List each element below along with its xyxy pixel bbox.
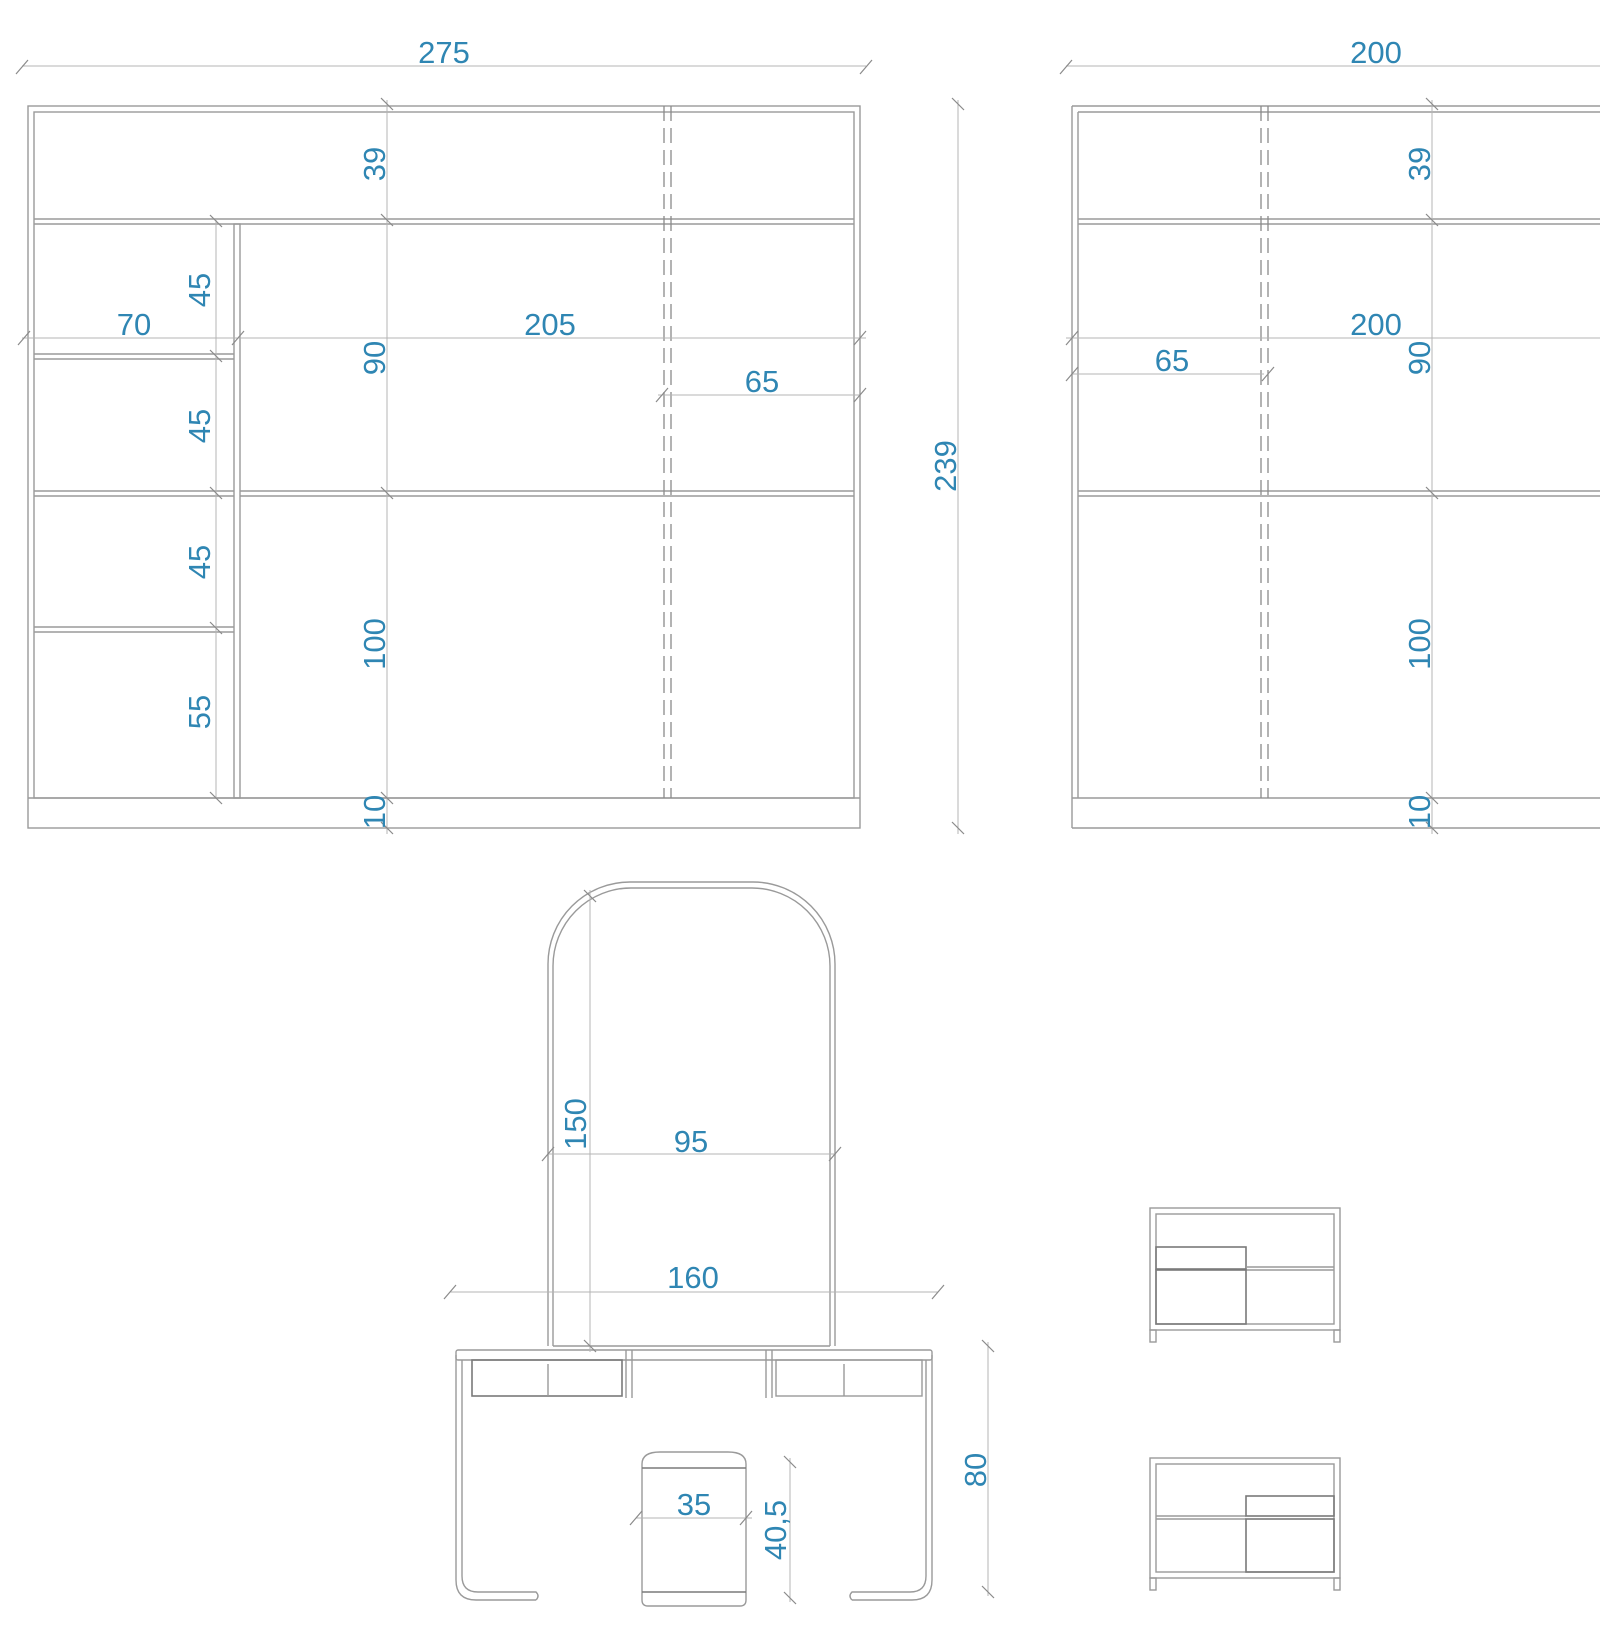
stool-height-label: 40,5 bbox=[758, 1500, 793, 1560]
mirror-inner bbox=[552, 887, 831, 1346]
left-section-width-label: 70 bbox=[117, 307, 151, 342]
nightstand-1 bbox=[1149, 1207, 1341, 1343]
plinth-label: 10 bbox=[357, 795, 392, 829]
wardrobe-small-elevation bbox=[1059, 59, 1600, 835]
wardrobe-large-labels: 275 239 39 90 100 10 70 205 65 45 45 45 … bbox=[117, 35, 963, 829]
nightstand-2 bbox=[1149, 1457, 1341, 1591]
nightstand-2-drawer bbox=[1245, 1495, 1335, 1517]
wardrobe-large-inner bbox=[33, 111, 855, 799]
wardrobe-large-divider bbox=[233, 223, 241, 799]
wardrobe-small-width-label: 200 bbox=[1350, 35, 1402, 70]
wardrobe-small-inner-width-label: 200 bbox=[1350, 307, 1402, 342]
leg-left bbox=[455, 1355, 536, 1601]
small-bottom-compartment-label: 100 bbox=[1402, 618, 1437, 670]
leg-right bbox=[852, 1355, 933, 1601]
dressing-table-labels: 150 95 160 80 35 40,5 bbox=[558, 1098, 993, 1560]
table-top bbox=[455, 1349, 933, 1361]
nightstand-2-leg-left bbox=[1149, 1577, 1157, 1591]
nightstand-1-outline bbox=[1149, 1207, 1341, 1331]
table-height-label: 80 bbox=[958, 1453, 993, 1487]
middle-compartment-label: 90 bbox=[357, 341, 392, 375]
wardrobe-large-height-label: 239 bbox=[928, 440, 963, 492]
left-shelf-label-2: 45 bbox=[182, 409, 217, 443]
wardrobe-large-outline bbox=[27, 105, 861, 829]
left-shelf-label-3: 45 bbox=[182, 545, 217, 579]
small-top-compartment-label: 39 bbox=[1402, 147, 1437, 181]
dressing-table-elevation bbox=[443, 881, 995, 1607]
small-middle-compartment-label: 90 bbox=[1402, 341, 1437, 375]
bottom-compartment-label: 100 bbox=[357, 618, 392, 670]
nightstand-1-drawer bbox=[1155, 1246, 1247, 1270]
mirror-outline bbox=[547, 881, 836, 1346]
small-plinth-label: 10 bbox=[1402, 795, 1437, 829]
top-compartment-label: 39 bbox=[357, 147, 392, 181]
nightstand-1-leg-right bbox=[1333, 1329, 1341, 1343]
stool-width-label: 35 bbox=[677, 1487, 711, 1522]
wardrobe-large-width-label: 275 bbox=[418, 35, 470, 70]
table-width-label: 160 bbox=[667, 1260, 719, 1295]
mirror-width-label: 95 bbox=[674, 1124, 708, 1159]
stool-outline bbox=[641, 1451, 747, 1607]
mirror-height-label: 150 bbox=[558, 1098, 593, 1150]
drawer-right bbox=[775, 1359, 923, 1397]
left-shelf-label-4: 55 bbox=[182, 695, 217, 729]
nightstand-1-leg-left bbox=[1149, 1329, 1157, 1343]
wardrobe-large-elevation bbox=[15, 59, 965, 835]
wardrobe-small-labels: 200 200 65 39 90 100 10 bbox=[1155, 35, 1437, 829]
nightstand-2-outline bbox=[1149, 1457, 1341, 1579]
nightstand-2-leg-right bbox=[1333, 1577, 1341, 1591]
door-width-label: 65 bbox=[745, 364, 779, 399]
drawer-left bbox=[471, 1359, 623, 1397]
main-section-width-label: 205 bbox=[524, 307, 576, 342]
wardrobe-small-door-width-label: 65 bbox=[1155, 343, 1189, 378]
left-shelf-label-1: 45 bbox=[182, 273, 217, 307]
